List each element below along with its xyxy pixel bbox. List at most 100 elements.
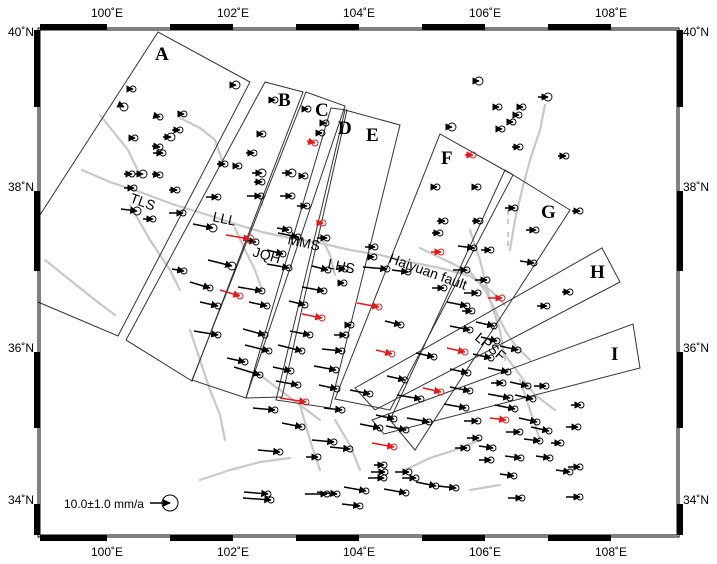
error-ellipse: [437, 248, 445, 256]
error-ellipse: [258, 287, 266, 295]
velocity-arrow: [499, 471, 515, 479]
error-ellipse: [214, 331, 222, 339]
error-ellipse: [516, 143, 524, 151]
error-ellipse: [347, 321, 355, 329]
error-ellipse: [330, 438, 338, 446]
velocity-arrow: [151, 170, 161, 178]
error-ellipse: [159, 149, 167, 157]
zone-label-b: B: [278, 90, 291, 111]
error-ellipse: [302, 398, 310, 406]
frame-segment: [34, 352, 40, 428]
fault-label-lhs: LHS: [326, 255, 356, 276]
error-ellipse: [533, 418, 541, 426]
error-ellipse: [440, 284, 448, 292]
lon-label-bottom: 100˚E: [91, 545, 123, 559]
error-ellipse: [287, 367, 295, 375]
error-ellipse: [376, 424, 384, 432]
zone-label-a: A: [155, 44, 169, 65]
velocity-arrow: [555, 467, 571, 475]
frame-segment: [677, 352, 683, 428]
lon-label-top: 106˚E: [469, 6, 501, 20]
velocity-arrow: [478, 443, 494, 451]
frame-segment: [34, 191, 40, 271]
error-ellipse: [301, 301, 309, 309]
lat-labels-right: 40˚N 38˚N 36˚N 34˚N: [683, 25, 709, 507]
error-ellipse: [402, 426, 410, 434]
error-ellipse: [221, 160, 229, 168]
fault-name-labels: TLS LLL JQH MMS LHS Haiyuan fault LPSF: [128, 190, 509, 364]
error-ellipse: [487, 456, 495, 464]
error-ellipse: [323, 234, 331, 242]
error-ellipse: [301, 172, 309, 180]
lat-label-right: 38˚N: [683, 180, 709, 194]
error-ellipse: [542, 382, 550, 390]
error-ellipse: [332, 366, 340, 374]
velocity-arrow: [279, 397, 307, 405]
frame-segment: [40, 24, 107, 30]
velocity-arrow: [233, 366, 261, 377]
error-ellipse: [304, 105, 312, 113]
zone-label-h: H: [590, 262, 605, 283]
error-ellipse: [401, 376, 409, 384]
error-ellipse: [276, 448, 284, 456]
error-ellipse: [241, 358, 249, 366]
frame-segment: [677, 191, 683, 271]
zone-box-b: [125, 81, 304, 382]
error-ellipse: [425, 418, 433, 426]
error-ellipse: [510, 472, 518, 480]
error-ellipse: [516, 428, 524, 436]
velocity-arrow: [189, 281, 211, 290]
error-ellipse: [495, 103, 503, 111]
error-ellipse: [566, 288, 574, 296]
error-ellipse: [433, 183, 441, 191]
error-ellipse: [311, 139, 319, 147]
error-ellipse: [214, 302, 222, 310]
scale-label: 10.0±1.0 mm/a: [64, 497, 144, 511]
error-ellipse: [390, 415, 398, 423]
lon-label-top: 104˚E: [343, 6, 375, 20]
error-ellipse: [447, 122, 457, 132]
error-ellipse: [518, 494, 526, 502]
error-ellipse: [149, 215, 157, 223]
lon-label-top: 102˚E: [217, 6, 249, 20]
error-ellipse: [430, 353, 438, 361]
error-ellipse: [493, 337, 501, 345]
error-ellipse: [462, 404, 470, 412]
error-ellipse: [267, 496, 275, 504]
velocity-arrow: [383, 488, 407, 496]
zone-label-f: F: [441, 148, 453, 169]
error-ellipse: [138, 169, 148, 179]
velocity-arrow: [242, 328, 266, 337]
error-ellipse: [324, 266, 332, 274]
zone-box-e: [275, 109, 401, 409]
fault-label-jqh: JQH: [251, 244, 282, 267]
lon-labels-bottom: 100˚E 102˚E 104˚E 106˚E 108˚E: [91, 545, 627, 559]
error-ellipse: [173, 186, 181, 194]
error-ellipse: [506, 394, 514, 402]
error-ellipse: [475, 434, 483, 442]
error-ellipse: [468, 307, 476, 315]
error-ellipse: [574, 423, 582, 431]
error-ellipse: [380, 461, 388, 469]
error-ellipse: [271, 406, 279, 414]
error-ellipse: [257, 192, 265, 200]
error-ellipse: [474, 76, 484, 86]
error-ellipse: [499, 379, 507, 387]
error-ellipse: [546, 454, 554, 462]
error-ellipse: [323, 490, 331, 498]
frame-segment: [422, 24, 485, 30]
error-ellipse: [338, 406, 346, 414]
error-ellipse: [543, 92, 553, 102]
error-ellipse: [576, 463, 584, 471]
velocity-arrow: [257, 447, 281, 456]
velocity-arrow: [275, 380, 299, 388]
velocity-arrow: [519, 258, 535, 266]
error-ellipse: [318, 129, 326, 137]
error-ellipse: [469, 151, 477, 159]
error-ellipse: [279, 250, 287, 258]
velocity-arrow: [276, 225, 290, 233]
velocity-arrow: [396, 394, 422, 402]
lat-label-left: 34˚N: [8, 493, 34, 507]
error-ellipse: [441, 217, 449, 225]
error-ellipse: [466, 326, 474, 334]
